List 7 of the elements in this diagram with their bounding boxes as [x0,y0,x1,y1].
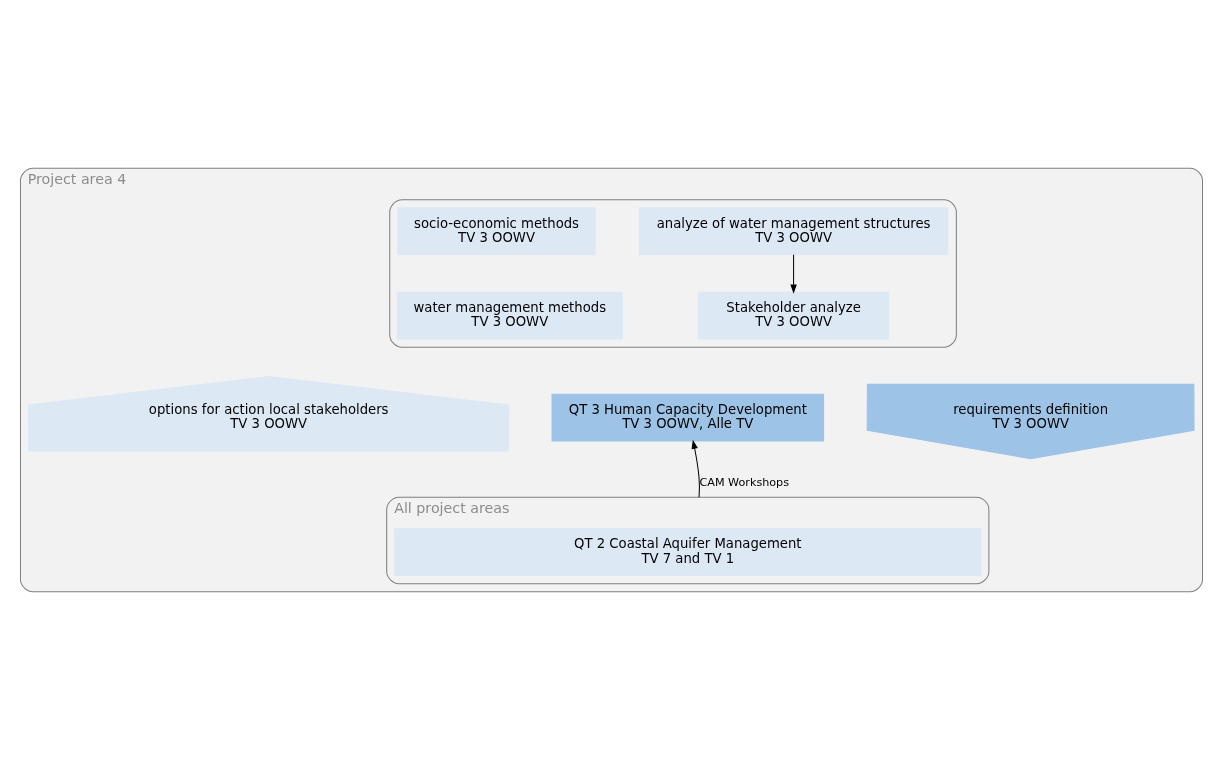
node-box: Stakeholder analyze TV 3 OOWV [697,291,890,340]
arrow [691,439,700,498]
edge-label: CAM Workshops [699,475,790,489]
node-box: analyze of water management structures TV 3 OOWV [638,207,949,256]
node-box: QT 3 Human Capacity Development TV 3 OOWV, Alle TV [551,393,825,442]
arrow [790,254,797,294]
cluster [389,199,957,348]
